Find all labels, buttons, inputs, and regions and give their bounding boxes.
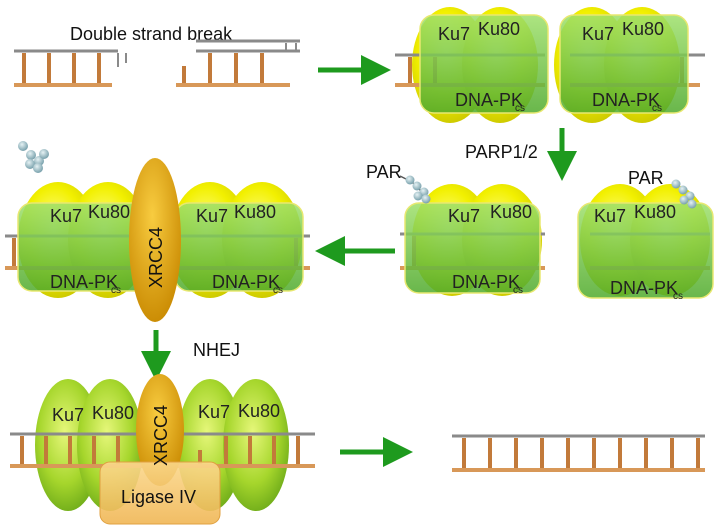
- dna-broken-right: [176, 39, 300, 87]
- cs-subscript: cs: [652, 103, 662, 114]
- cs-subscript: cs: [673, 291, 683, 302]
- label-par: PAR: [366, 162, 402, 182]
- ku7-label: Ku7: [52, 405, 84, 425]
- dnapk-label: DNA-PK: [50, 272, 118, 292]
- par-beads-free: [18, 141, 49, 173]
- ku7-label: Ku7: [196, 206, 228, 226]
- ku80-label: Ku80: [634, 202, 676, 222]
- ligation-complex: Ku7 Ku80 Ku7 Ku80 XRCC4 Ligase IV: [10, 374, 315, 525]
- label-double-strand-break: Double strand break: [70, 24, 233, 44]
- ligase-iv-protein: [99, 461, 221, 525]
- label-par: PAR: [628, 168, 664, 188]
- ku80-label: Ku80: [478, 19, 520, 39]
- ligase-iv-label: Ligase IV: [121, 487, 196, 507]
- dnapk-label: DNA-PK: [455, 90, 523, 110]
- cs-subscript: cs: [273, 285, 283, 296]
- ku80-label: Ku80: [88, 202, 130, 222]
- ku80-label: Ku80: [490, 202, 532, 222]
- dna-broken-left: [14, 49, 127, 87]
- cs-subscript: cs: [111, 285, 121, 296]
- ku7-label: Ku7: [198, 402, 230, 422]
- label-nhej: NHEJ: [193, 340, 240, 360]
- ku80-label: Ku80: [234, 202, 276, 222]
- xrcc4-protein: [129, 158, 181, 322]
- ku7-label: Ku7: [582, 24, 614, 44]
- xrcc4-label: XRCC4: [146, 227, 166, 288]
- xrcc4-protein: [136, 374, 184, 486]
- ku80-label: Ku80: [92, 403, 134, 423]
- ku7-label: Ku7: [438, 24, 470, 44]
- ku7-label: Ku7: [50, 206, 82, 226]
- dnapk-label: DNA-PK: [610, 278, 678, 298]
- label-parp: PARP1/2: [465, 142, 538, 162]
- ku80-label: Ku80: [622, 19, 664, 39]
- cs-subscript: cs: [513, 285, 523, 296]
- ku-dnapk-complex-2: Ku7 Ku80 DNA-PK cs: [554, 7, 705, 123]
- dnapk-label: DNA-PK: [452, 272, 520, 292]
- cs-subscript: cs: [515, 103, 525, 114]
- ku7-label: Ku7: [594, 206, 626, 226]
- dnapk-label: DNA-PK: [212, 272, 280, 292]
- synaptic-complex: Ku7 Ku80 DNA-PK cs Ku7 Ku80 DNA-PK cs XR…: [5, 158, 310, 322]
- dna-repaired: [452, 434, 705, 472]
- dnapk-label: DNA-PK: [592, 90, 660, 110]
- ku-dnapk-par-complex-1: Ku7 Ku80 DNA-PK cs: [399, 175, 545, 296]
- ku7-label: Ku7: [448, 206, 480, 226]
- xrcc4-label: XRCC4: [151, 405, 171, 466]
- ku-dnapk-par-complex-2: Ku7 Ku80 DNA-PK cs: [577, 179, 714, 302]
- ku-dnapk-complex-1: Ku7 Ku80 DNA-PK cs: [395, 7, 549, 123]
- ku80-label: Ku80: [238, 401, 280, 421]
